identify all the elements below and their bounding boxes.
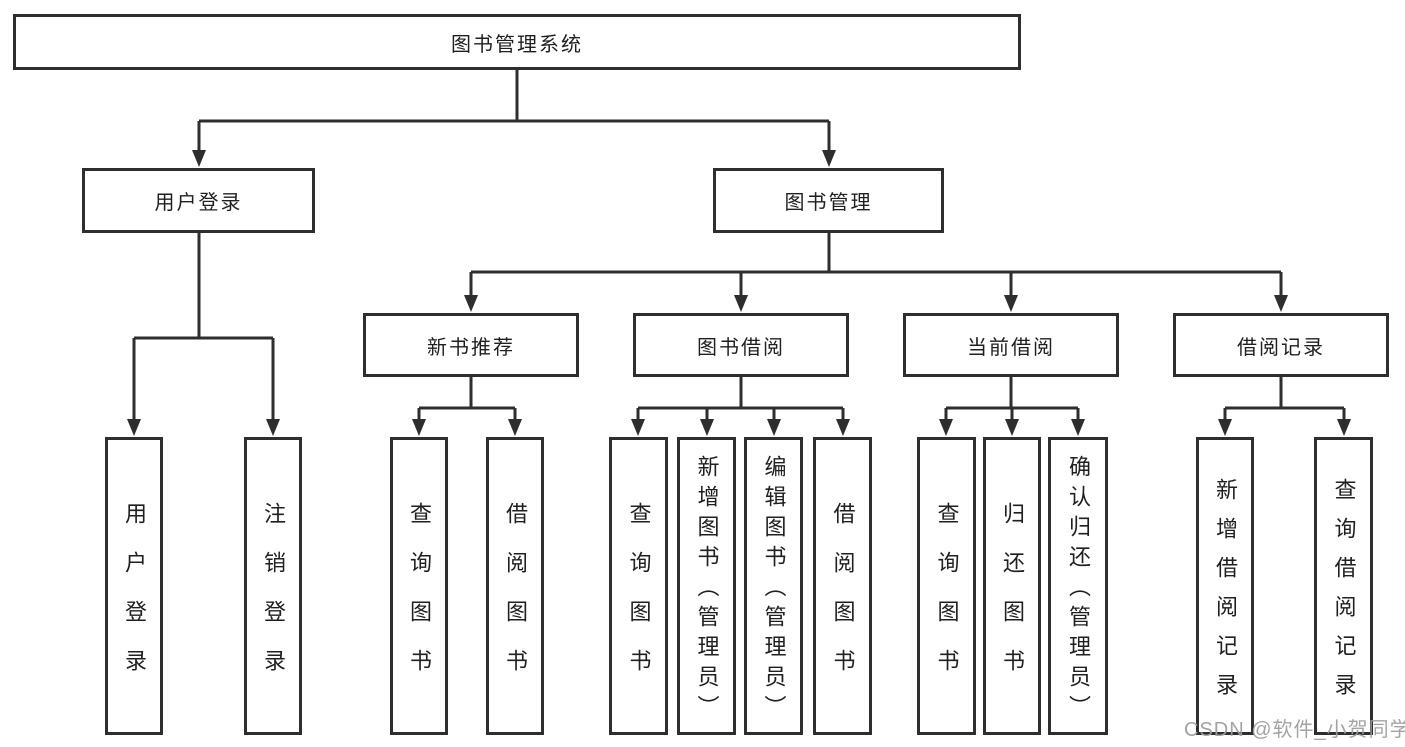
edge-login-split: [127, 233, 280, 436]
leaf-user-login: 用户登录: [105, 437, 163, 735]
leaf-record-add-borrow-record-label: 新增借阅记录: [1213, 477, 1238, 712]
edge-management-split: [464, 233, 1288, 312]
edge-current-split: [939, 377, 1085, 436]
leaf-logout-label: 注销登录: [261, 501, 286, 698]
leaf-recommend-borrow-book-label: 借阅图书: [503, 501, 528, 698]
leaf-borrow-add-book-admin-label: 新增图书（管理员）: [694, 455, 720, 725]
leaf-current-query-book-label: 查询图书: [934, 501, 960, 698]
node-current-borrow: 当前借阅: [903, 313, 1119, 377]
leaf-current-query-book: 查询图书: [917, 437, 976, 735]
edge-recommend-split: [412, 377, 522, 436]
leaf-borrow-query-book: 查询图书: [609, 437, 668, 735]
leaf-current-return-book: 归还图书: [983, 437, 1041, 735]
node-root: 图书管理系统: [13, 14, 1021, 70]
node-book-borrow: 图书借阅: [633, 313, 849, 377]
leaf-user-login-label: 用户登录: [122, 501, 147, 698]
leaf-record-add-borrow-record: 新增借阅记录: [1196, 437, 1254, 735]
leaf-recommend-query-book-label: 查询图书: [407, 501, 432, 698]
node-borrow-record: 借阅记录: [1173, 313, 1389, 377]
node-user-login-group: 用户登录: [82, 168, 315, 233]
edge-borrow-split: [631, 377, 850, 436]
leaf-record-query-borrow-record: 查询借阅记录: [1314, 437, 1373, 735]
node-new-book-recommend: 新书推荐: [363, 313, 579, 377]
edge-root-split: [192, 70, 836, 167]
leaf-borrow-add-book-admin: 新增图书（管理员）: [677, 437, 736, 735]
leaf-borrow-borrow-book: 借阅图书: [813, 437, 872, 735]
edge-record-split: [1218, 377, 1351, 436]
leaf-current-confirm-return-admin-label: 确认归还（管理员）: [1066, 455, 1091, 725]
leaf-borrow-query-book-label: 查询图书: [626, 501, 652, 698]
node-book-management-group: 图书管理: [713, 168, 944, 233]
leaf-record-query-borrow-record-label: 查询借阅记录: [1331, 477, 1357, 712]
leaf-borrow-edit-book-admin: 编辑图书（管理员）: [744, 437, 803, 735]
leaf-borrow-borrow-book-label: 借阅图书: [830, 501, 856, 698]
csdn-watermark: CSDN @软件_小贺同学: [1184, 719, 1405, 741]
leaf-logout: 注销登录: [244, 437, 302, 735]
leaf-current-return-book-label: 归还图书: [1000, 501, 1025, 698]
leaf-recommend-query-book: 查询图书: [390, 437, 448, 735]
leaf-current-confirm-return-admin: 确认归还（管理员）: [1048, 437, 1108, 735]
leaf-recommend-borrow-book: 借阅图书: [486, 437, 544, 735]
leaf-borrow-edit-book-admin-label: 编辑图书（管理员）: [761, 455, 787, 725]
